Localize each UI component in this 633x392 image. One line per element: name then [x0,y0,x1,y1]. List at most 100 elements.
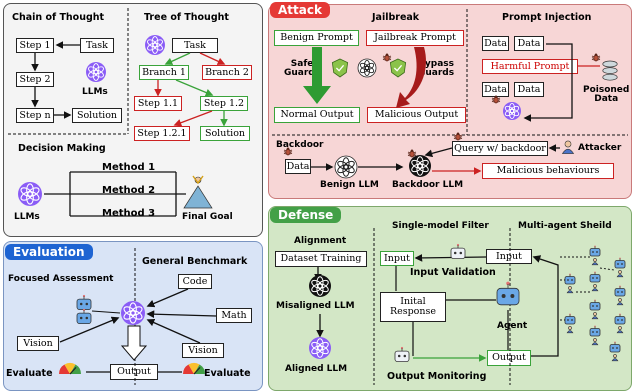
decision-tree-lines [44,171,186,217]
eval-focus-link [91,310,121,314]
robot-monitor [394,346,410,363]
robot-eye [459,251,463,255]
agent-label: Agent [497,321,528,331]
bug-leg [491,99,494,101]
multi-agent-robot [589,245,601,257]
bug-leg [414,154,417,157]
evaluate-left-label: Evaluate [6,368,53,379]
logo-disc [145,35,165,55]
backdoor-title: Backdoor [276,140,324,150]
bug-leg [598,58,601,61]
defense-dividers [373,228,511,385]
person-body [591,342,599,346]
multi-agent-robot [589,299,601,311]
arrow-injection-return [523,43,573,122]
multi-agent-person [591,312,599,320]
defense-output: Output [487,350,531,366]
robot-eye [79,302,83,306]
robot-head [394,350,410,363]
logo-disc [121,301,145,325]
person-head [593,258,597,262]
arrow-task-branch1 [164,52,191,65]
bug-leg [598,57,601,59]
bug-leg [453,134,456,137]
logo-petal [337,160,349,170]
gauge-needle [69,366,77,375]
eval-down-arrow [120,325,148,361]
shield-shape [331,58,349,78]
person-body [566,330,574,334]
bug-leg [382,58,385,61]
llm-logo-jailbreak [357,58,377,78]
focused-assessment-title: Focused Assessment [8,274,114,284]
robot-antenna-tip [400,346,404,350]
robot-head [564,316,576,325]
bug-leg [389,55,392,58]
arrow-math-llm [146,310,217,319]
llm-logo-eval [121,301,145,325]
person-head [618,298,622,302]
robot-eye [453,251,457,255]
logo-disc [503,102,521,120]
bug-leg [414,153,417,155]
bug-leg [283,152,286,155]
person-head [568,286,572,290]
robot-head [609,344,621,353]
bug-leg [389,57,392,59]
person-head [618,270,622,274]
bug-data [285,147,291,156]
multi-agent-person [566,286,574,294]
poisoned-data-label: Poisoned Data [583,85,630,105]
tot-branch1: Branch 1 [139,65,189,80]
robot-eye [596,331,598,333]
eval-vision-left: Vision [17,336,59,351]
person-head [568,326,572,330]
arrow-query-llm [424,147,453,158]
harmful-prompt: Harmful Prompt [482,59,578,74]
cot-solution: Solution [72,108,122,123]
output-monitoring-label: Output Monitoring [387,371,487,382]
logo-petal [411,159,423,169]
multi-agent-person [616,270,624,278]
robot-eye [612,347,614,349]
tot-step12: Step 1.2 [200,96,248,111]
logo-disc [357,58,377,78]
gauge-needle [193,366,201,375]
bug-leg [407,153,410,155]
logo-disc [309,275,331,297]
robot-eye [592,277,594,279]
robot-antenna-tip [456,243,460,247]
bug-leg [290,152,293,155]
person-body [591,262,599,266]
database-disc [602,73,618,81]
robot-head [589,248,601,257]
defense-input-left: Input [380,251,414,266]
benign-prompt: Benign Prompt [274,30,359,46]
bug-leg [407,154,410,157]
logo-petal [20,187,33,197]
final-goal-label: Final Goal [182,212,233,222]
robot-eye [617,263,619,265]
multi-agent-links [560,256,615,321]
bug-leg [453,137,456,140]
attacker-icon [561,140,575,154]
gauge-left-icon [59,362,81,374]
robot-eye [567,279,569,281]
bug-leg [498,99,501,101]
bug-head [286,147,290,151]
bypass-guards-label: Bypass Guards [418,59,455,79]
robot-head [614,260,626,269]
misaligned-llm-label: Misaligned LLM [276,301,355,311]
gauge-segment [183,364,194,374]
robot-eye [592,251,594,253]
decision-llms-label: LLMs [14,212,40,222]
bug-head [494,95,498,99]
bug-leg [290,151,293,153]
malicious-behaviours: Malicious behaviours [482,163,614,179]
llm-logo-aligned [309,337,331,359]
jailbreak-prompt: Jailbreak Prompt [366,30,464,46]
robot-eye [616,347,618,349]
robot-head [589,274,601,283]
bug-leg [283,151,286,153]
